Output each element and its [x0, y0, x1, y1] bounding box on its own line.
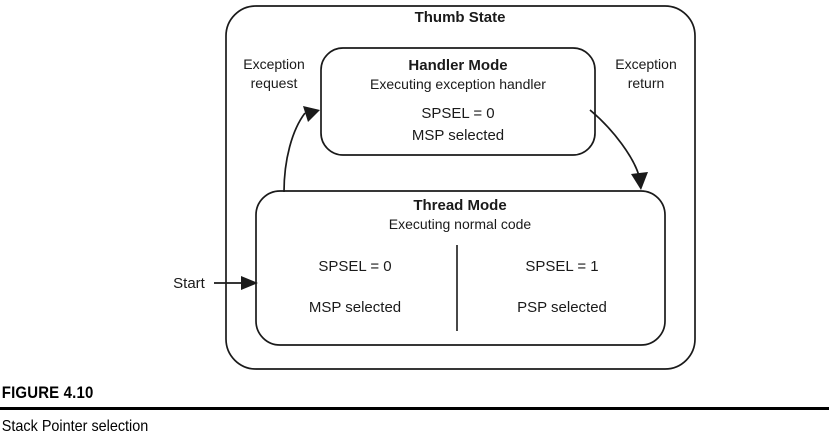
thread-mode-psp-spsel: SPSEL = 1 — [525, 258, 598, 275]
exception-request-label-line1: Exception — [243, 56, 304, 72]
thread-mode-psp-stack-pointer: PSP selected — [517, 299, 607, 316]
thread-mode-msp-stack-pointer: MSP selected — [309, 299, 401, 316]
state-handler-mode-subtitle: Executing exception handler — [370, 76, 546, 92]
state-handler-mode-stack-pointer: MSP selected — [412, 127, 504, 144]
state-thread-mode-subtitle: Executing normal code — [389, 216, 532, 232]
exception-request-arrow-head — [303, 106, 320, 122]
exception-return-arrow-head — [631, 172, 648, 190]
state-thread-mode-title: Thread Mode — [413, 197, 506, 214]
state-handler-mode-box — [320, 47, 596, 156]
start-label: Start — [173, 275, 206, 292]
exception-return-label-line1: Exception — [615, 56, 676, 72]
figure-number: FIGURE 4.10 — [1, 383, 94, 402]
exception-return-label-line2: return — [628, 75, 665, 91]
caption-divider-rule — [0, 407, 829, 410]
start-arrow-head — [241, 276, 258, 290]
state-handler-mode-spsel: SPSEL = 0 — [421, 105, 494, 122]
thread-mode-msp-spsel: SPSEL = 0 — [318, 258, 391, 275]
outer-state-thumb-state-box — [225, 5, 696, 370]
exception-request-label-line2: request — [251, 75, 298, 91]
exception-return-arrow-path — [589, 109, 640, 177]
figure-caption-text: Stack Pointer selection — [1, 418, 149, 435]
state-handler-mode-title: Handler Mode — [408, 57, 507, 74]
state-diagram-canvas: Thumb State Handler Mode Executing excep… — [173, 5, 696, 370]
exception-request-arrow-path — [283, 112, 306, 193]
state-thread-mode-box — [255, 190, 666, 346]
figure-caption-block: FIGURE 4.10 Stack Pointer selection — [0, 383, 829, 436]
outer-state-title: Thumb State — [415, 9, 506, 26]
